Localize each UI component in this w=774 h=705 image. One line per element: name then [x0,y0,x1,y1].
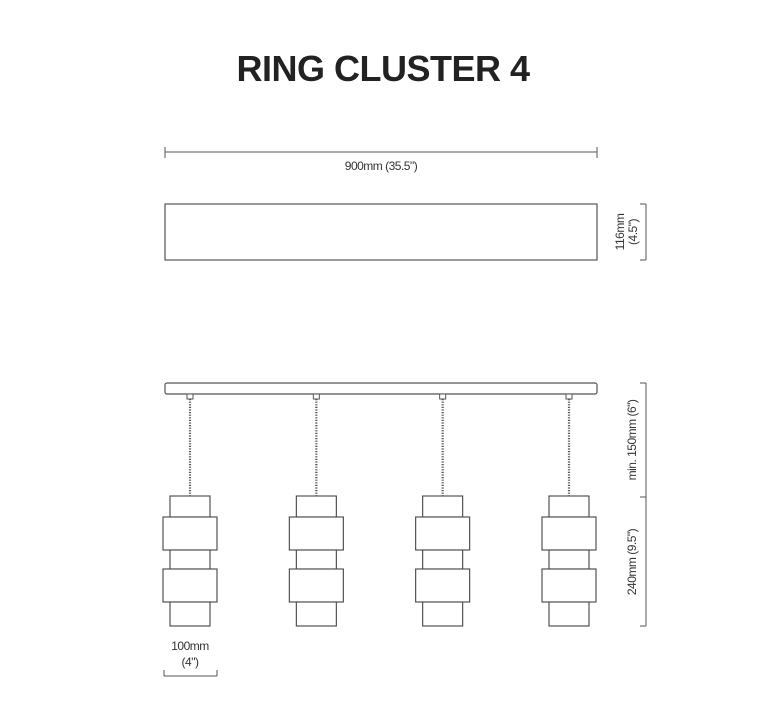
product-title: RING CLUSTER 4 [236,48,530,89]
pendant-height-label: 240mm (9.5") [625,528,639,595]
pendant-ring [541,516,597,551]
canopy-bar [164,382,598,395]
pendant-group [162,393,597,627]
pendant-ring [295,549,337,570]
pendant-ring [415,568,471,603]
pendant-ring [288,516,344,551]
canopy-height-in-label: (4.5") [626,219,640,245]
drop-dimension: min. 150mm (6") [625,382,647,498]
canopy-height-mm-label: 116mm [613,213,627,250]
width-dimension: 900mm (35.5") [164,147,598,173]
pendant [288,393,344,627]
pendant-height-dimension: 240mm (9.5") [625,497,647,627]
pendant-ring [415,516,471,551]
pendant-ring [162,516,218,551]
pendant-ring [422,549,464,570]
pendant-ring [548,601,590,627]
pendant-ring [162,568,218,603]
pendant-ring [169,549,211,570]
pendant-ring [295,601,337,627]
pendant [541,393,597,627]
ceiling-connector [565,393,573,400]
pendant-ring [548,549,590,570]
ceiling-connector [186,393,194,400]
pendant-ring [422,601,464,627]
pendant-ring [548,495,590,518]
pendant-width-in-label: (4") [182,655,199,669]
canopy-front-view [164,203,598,261]
canopy-height-dimension: 116mm (4.5") [613,203,647,261]
pendant-width-mm-label: 100mm [171,639,209,653]
pendant [415,393,471,627]
pendant-ring [169,601,211,627]
ceiling-connector [439,393,447,400]
drop-label: min. 150mm (6") [625,399,639,480]
ceiling-connector [312,393,320,400]
pendant [162,393,218,627]
pendant-width-dimension: 100mm (4") [163,639,218,677]
width-label: 900mm (35.5") [345,159,418,173]
pendant-ring [422,495,464,518]
pendant-ring [169,495,211,518]
pendant-ring [541,568,597,603]
pendant-ring [295,495,337,518]
pendant-ring [288,568,344,603]
